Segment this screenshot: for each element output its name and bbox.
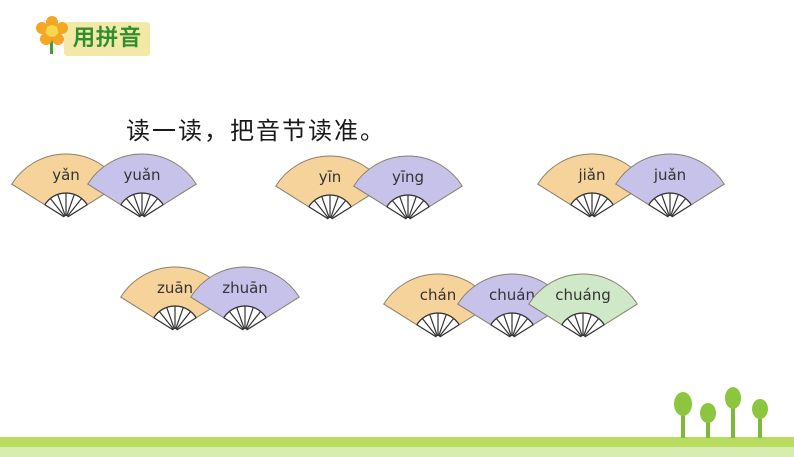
fan-ribs bbox=[120, 192, 164, 218]
fan-ribs bbox=[416, 312, 460, 338]
page-title: 用拼音 bbox=[73, 26, 143, 51]
pinyin-label: yuǎn bbox=[123, 166, 160, 184]
pinyin-label: jiǎn bbox=[577, 166, 605, 184]
pinyin-label: yīng bbox=[392, 168, 424, 186]
fan-ribs bbox=[308, 194, 352, 220]
pinyin-label: chán bbox=[420, 286, 456, 304]
ground-stripe-light bbox=[0, 447, 794, 457]
pinyin-label: zuān bbox=[157, 279, 193, 297]
fan-card: zhuān bbox=[190, 266, 300, 331]
fan-card: yuǎn bbox=[87, 153, 197, 218]
pinyin-label: yǎn bbox=[52, 166, 80, 184]
fan-group: yīn yīng bbox=[275, 155, 463, 220]
fan-card: jiǎn bbox=[537, 153, 647, 218]
fan-card: juǎn bbox=[615, 153, 725, 218]
pinyin-label: yīn bbox=[319, 168, 342, 186]
instruction-text: 读一读，把音节读准。 bbox=[126, 117, 386, 145]
pinyin-label: chuáng bbox=[555, 286, 610, 304]
fan-card: yīng bbox=[353, 155, 463, 220]
fan-ribs bbox=[570, 192, 614, 218]
fan-card: chán bbox=[383, 273, 493, 338]
fan-ribs bbox=[561, 312, 605, 338]
fan-ribs bbox=[648, 192, 692, 218]
tree-icon bbox=[674, 392, 692, 438]
tree-icon bbox=[725, 387, 741, 438]
pinyin-label: juǎn bbox=[653, 166, 686, 184]
fan-ribs bbox=[223, 305, 267, 331]
fan-group: chán chuán chuáng bbox=[383, 273, 638, 338]
fan-ribs bbox=[44, 192, 88, 218]
fan-card: yǎn bbox=[11, 153, 121, 218]
pinyin-label: zhuān bbox=[222, 279, 268, 297]
fan-group: jiǎn juǎn bbox=[537, 153, 725, 218]
tree-icon bbox=[752, 399, 768, 438]
fan-group: zuān zhuān bbox=[120, 266, 300, 331]
tree-icon bbox=[700, 403, 716, 438]
fan-group: yǎn yuǎn bbox=[11, 153, 197, 218]
header-badge bbox=[64, 22, 150, 56]
fan-ribs bbox=[386, 194, 430, 220]
fan-ribs bbox=[153, 305, 197, 331]
fan-card: yīn bbox=[275, 155, 385, 220]
pinyin-label: chuán bbox=[489, 286, 535, 304]
ground-stripe bbox=[0, 437, 794, 447]
flower-icon bbox=[36, 16, 68, 54]
fan-card: chuáng bbox=[528, 273, 638, 338]
fan-ribs bbox=[490, 312, 534, 338]
